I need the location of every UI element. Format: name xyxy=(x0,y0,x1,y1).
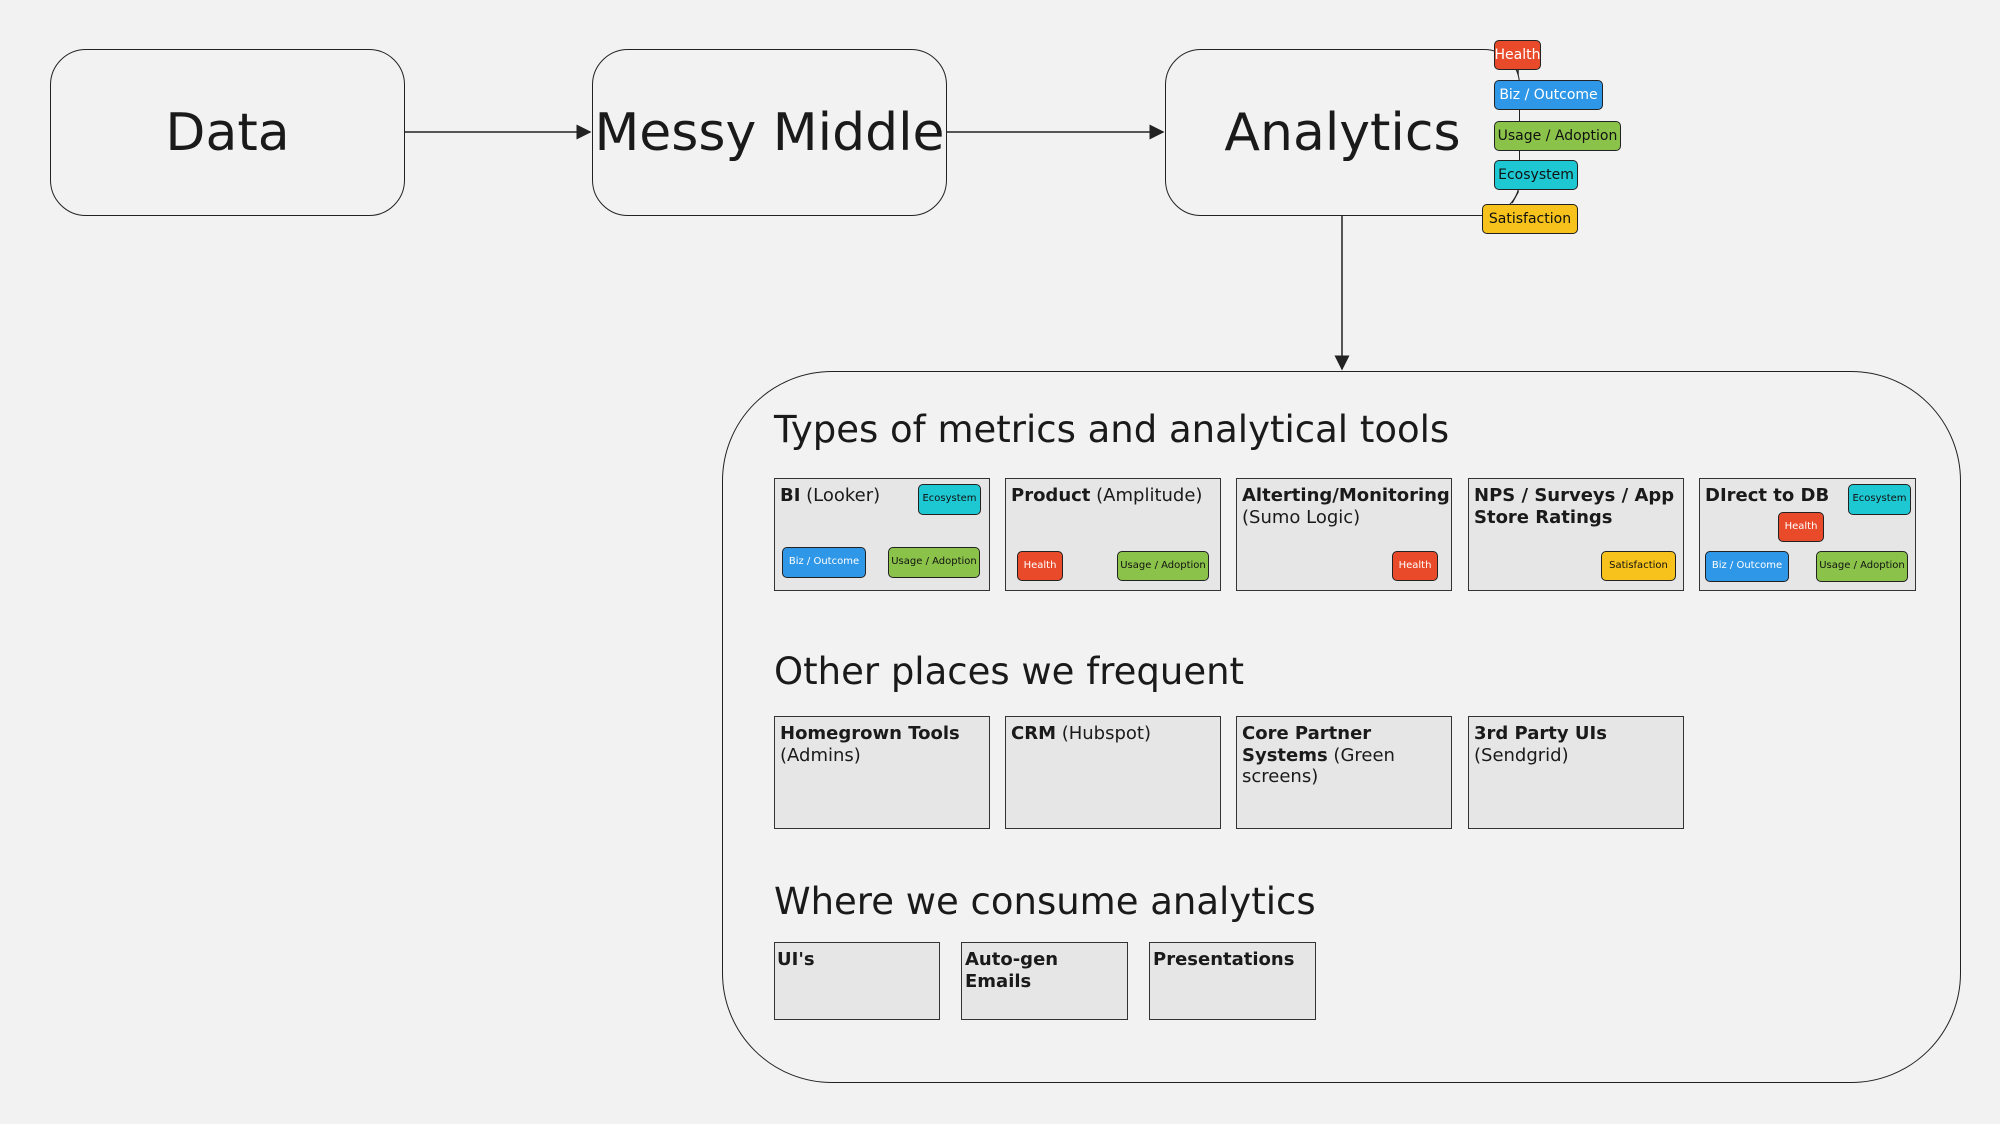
card-title: Presentations xyxy=(1153,949,1295,970)
tag-health: Health xyxy=(1017,551,1063,581)
metrics-card-alerting: Alterting/Monitoring (Sumo Logic) Health xyxy=(1236,478,1452,591)
messy-middle-box: Messy Middle xyxy=(592,49,947,216)
card-title: Alterting/Monitoring xyxy=(1242,485,1450,506)
metrics-card-product: Product (Amplitude) Health Usage / Adopt… xyxy=(1005,478,1221,591)
card-title: BI xyxy=(780,485,801,506)
metrics-card-bi: BI (Looker) Ecosystem Biz / Outcome Usag… xyxy=(774,478,990,591)
metrics-card-nps: NPS / Surveys / App Store Ratings Satisf… xyxy=(1468,478,1684,591)
card-title: 3rd Party UIs xyxy=(1474,723,1607,744)
messy-middle-box-label: Messy Middle xyxy=(594,102,945,163)
consume-section-title: Where we consume analytics xyxy=(774,880,1316,923)
card-subtitle: (Sumo Logic) xyxy=(1242,506,1361,528)
places-card-crm: CRM (Hubspot) xyxy=(1005,716,1221,829)
tag-satisfaction: Satisfaction xyxy=(1601,551,1676,581)
tag-usage-adoption: Usage / Adoption xyxy=(1816,551,1908,582)
card-title: Auto-gen Emails xyxy=(965,949,1059,992)
card-title: NPS / Surveys / App Store Ratings xyxy=(1474,485,1675,528)
tag-ecosystem: Ecosystem xyxy=(1848,484,1911,515)
card-title: CRM xyxy=(1011,723,1056,744)
metrics-section-title: Types of metrics and analytical tools xyxy=(774,408,1450,451)
card-title: Core Partner Systems xyxy=(1242,723,1372,766)
card-title: DIrect to DB xyxy=(1705,485,1830,506)
data-box: Data xyxy=(50,49,405,216)
card-subtitle: (Looker) xyxy=(800,485,881,506)
analytics-tag-biz-outcome: Biz / Outcome xyxy=(1494,80,1603,110)
tag-biz-outcome: Biz / Outcome xyxy=(782,547,866,578)
card-subtitle: (Sendgrid) xyxy=(1474,744,1569,766)
tag-ecosystem: Ecosystem xyxy=(918,484,981,515)
consume-card-presentations: Presentations xyxy=(1149,942,1316,1020)
consume-card-uis: UI's xyxy=(774,942,940,1020)
tag-biz-outcome: Biz / Outcome xyxy=(1705,551,1789,582)
tag-usage-adoption: Usage / Adoption xyxy=(888,547,980,578)
analytics-box-label: Analytics xyxy=(1224,102,1461,163)
card-title: UI's xyxy=(777,949,815,970)
tag-usage-adoption: Usage / Adoption xyxy=(1117,551,1209,581)
card-title: Product xyxy=(1011,485,1091,506)
card-subtitle: (Hubspot) xyxy=(1055,723,1151,744)
places-card-homegrown: Homegrown Tools (Admins) xyxy=(774,716,990,829)
data-box-label: Data xyxy=(165,102,290,163)
card-subtitle: (Green screens) xyxy=(1242,744,1395,788)
analytics-tag-satisfaction: Satisfaction xyxy=(1482,204,1578,234)
places-section-title: Other places we frequent xyxy=(774,650,1245,693)
places-card-core-partner: Core Partner Systems (Green screens) xyxy=(1236,716,1452,829)
consume-card-auto-gen-emails: Auto-gen Emails xyxy=(961,942,1128,1020)
tag-health: Health xyxy=(1392,551,1438,581)
tag-health: Health xyxy=(1778,512,1824,542)
analytics-box: Analytics xyxy=(1165,49,1520,216)
card-title: Homegrown Tools xyxy=(780,723,960,744)
analytics-tag-ecosystem: Ecosystem xyxy=(1494,160,1578,190)
card-subtitle: (Amplitude) xyxy=(1090,485,1203,506)
card-subtitle: (Admins) xyxy=(780,744,861,766)
analytics-tag-health: Health xyxy=(1494,40,1541,70)
metrics-card-direct-db: DIrect to DB Ecosystem Health Biz / Outc… xyxy=(1699,478,1916,591)
analytics-tag-usage-adoption: Usage / Adoption xyxy=(1494,121,1621,151)
places-card-3rd-party: 3rd Party UIs (Sendgrid) xyxy=(1468,716,1684,829)
